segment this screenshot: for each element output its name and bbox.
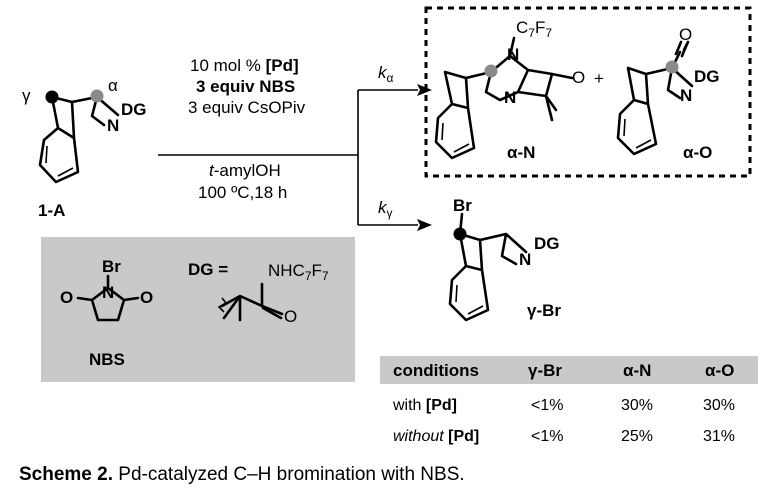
alpha-products-box (424, 6, 752, 178)
conditions-line5: 100 ºC,18 h (198, 183, 287, 202)
product-gamma-Br: Br N DG γ-Br (448, 196, 561, 322)
reactant-n: N (107, 116, 119, 135)
conditions-line2: 3 equiv NBS (196, 77, 295, 96)
reactant-1A: γ α N DG 1-A (22, 76, 147, 220)
table-row-0-conditions: with [Pd] (392, 397, 457, 414)
table-header-gBr: γ-Br (528, 361, 562, 380)
gamma-label: γ (22, 86, 31, 105)
nbs-label: NBS (89, 350, 125, 369)
nbs-o1: O (60, 288, 73, 307)
plus-sign: + (594, 69, 604, 88)
aO-label: α-O (683, 143, 712, 162)
nbs-o2: O (140, 288, 153, 307)
dg-equals: DG = (188, 260, 228, 279)
table-row-0-aO: 30% (703, 397, 735, 414)
gBr-br: Br (453, 196, 472, 215)
table-row-1-gBr: <1% (531, 428, 563, 445)
table-row-1-conditions: without [Pd] (393, 428, 479, 445)
k-gamma-label: kγ (378, 198, 393, 220)
aN-o: O (572, 68, 585, 87)
nbs-n: N (102, 283, 114, 302)
scheme-caption: Scheme 2. Pd-catalyzed C–H bromination w… (19, 464, 465, 485)
aO-dg: DG (694, 67, 720, 86)
conditions-line4: t-amylOH (209, 161, 281, 180)
conditions-line3: 3 equiv CsOPiv (188, 98, 306, 117)
table-row-0-gBr: <1% (531, 397, 563, 414)
arrow-head-gamma (417, 219, 432, 231)
alpha-site-dot (90, 89, 104, 103)
gBr-label: γ-Br (527, 301, 561, 320)
gamma-site-dot-gBr (453, 227, 467, 241)
conditions-line1: 10 mol % [Pd] (190, 56, 299, 75)
nbs-br: Br (102, 257, 121, 276)
table-header-aO: α-O (705, 361, 734, 380)
results-table: conditions γ-Br α-N α-O with [Pd] <1% 30… (380, 356, 758, 445)
aN-c7f7: C7F7 (516, 18, 552, 40)
reaction-arrows: kα kγ (158, 63, 432, 231)
aO-o: O (679, 25, 692, 44)
aN-label: α-N (507, 143, 535, 162)
reactant-label: 1-A (38, 201, 65, 220)
table-row-0-aN: 30% (621, 397, 653, 414)
aN-n1: N (507, 45, 519, 64)
alpha-label: α (108, 76, 118, 95)
alpha-site-dot-aO (665, 60, 679, 74)
product-alpha-N: N N O C7F7 α-N (434, 18, 585, 162)
gBr-dg: DG (534, 234, 560, 253)
product-alpha-O: O N DG α-O (616, 25, 720, 162)
table-row-1-aN: 25% (621, 428, 653, 445)
table-header-conditions: conditions (393, 361, 479, 380)
table-row-1-aO: 31% (703, 428, 735, 445)
k-alpha-label: kα (378, 63, 394, 85)
reaction-conditions: 10 mol % [Pd] 3 equiv NBS 3 equiv CsOPiv… (188, 56, 306, 202)
legend-box: Br N O O NBS DG = NHC7F7 O (41, 237, 355, 382)
aO-n: N (680, 86, 692, 105)
dg-o: O (284, 307, 297, 326)
aN-n2: N (504, 88, 516, 107)
dg-nhc7f7: NHC7F7 (268, 261, 329, 283)
gBr-n: N (519, 250, 531, 269)
alpha-site-dot-aN (484, 64, 498, 78)
gamma-site-dot (45, 90, 59, 104)
reactant-dg: DG (121, 100, 147, 119)
table-header-aN: α-N (623, 361, 651, 380)
